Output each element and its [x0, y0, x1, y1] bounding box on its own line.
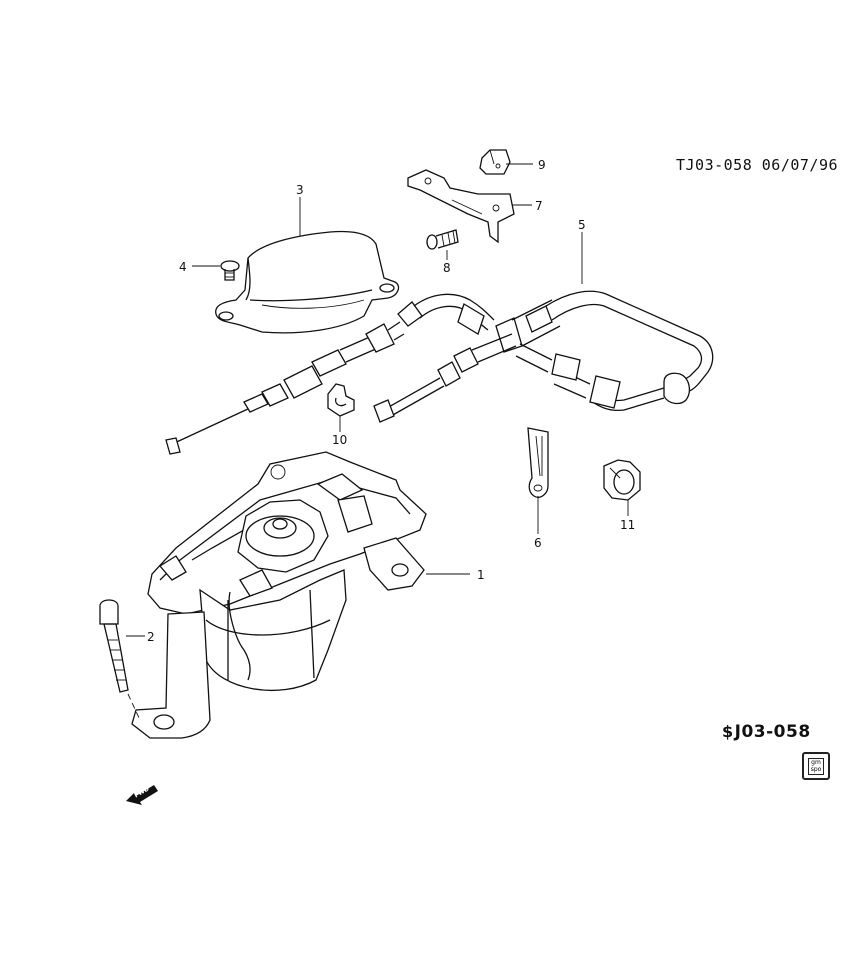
callout-3: 3 — [296, 183, 304, 197]
part-clamp-11[interactable] — [603, 459, 641, 501]
part-clamp-10[interactable] — [327, 383, 355, 417]
badge-top-text: gm — [811, 759, 821, 766]
callout-5: 5 — [578, 218, 586, 232]
part-cable-assembly[interactable] — [165, 290, 714, 455]
callout-2: 2 — [147, 630, 155, 644]
callout-11: 11 — [620, 518, 635, 532]
callout-1: 1 — [477, 568, 485, 582]
callout-8: 8 — [443, 261, 451, 275]
drawing-reference: TJ03-058 06/07/96 — [676, 156, 839, 174]
callout-7: 7 — [535, 199, 543, 213]
part-strap-6[interactable] — [527, 427, 549, 498]
part-screw-4[interactable] — [220, 260, 240, 281]
part-clip-9[interactable] — [479, 149, 511, 175]
part-bolt-8[interactable] — [426, 229, 459, 250]
callout-9: 9 — [538, 158, 546, 172]
part-actuator-cover[interactable] — [215, 230, 400, 334]
diagram-code-text: J03-058 — [734, 722, 811, 742]
part-bracket-7[interactable] — [407, 169, 515, 244]
callout-6: 6 — [534, 536, 542, 550]
part-long-bolt-2[interactable] — [99, 599, 141, 721]
callout-4: 4 — [179, 260, 187, 274]
callout-10: 10 — [332, 433, 347, 447]
part-actuator-assembly[interactable] — [131, 451, 427, 739]
gm-spo-badge-icon: gm spo — [802, 752, 830, 780]
badge-bottom-text: spo — [810, 766, 822, 773]
forward-arrow-icon: FWD — [124, 783, 160, 807]
brand-logo-icon: $ — [722, 722, 734, 741]
diagram-code: $J03-058 — [722, 722, 811, 742]
